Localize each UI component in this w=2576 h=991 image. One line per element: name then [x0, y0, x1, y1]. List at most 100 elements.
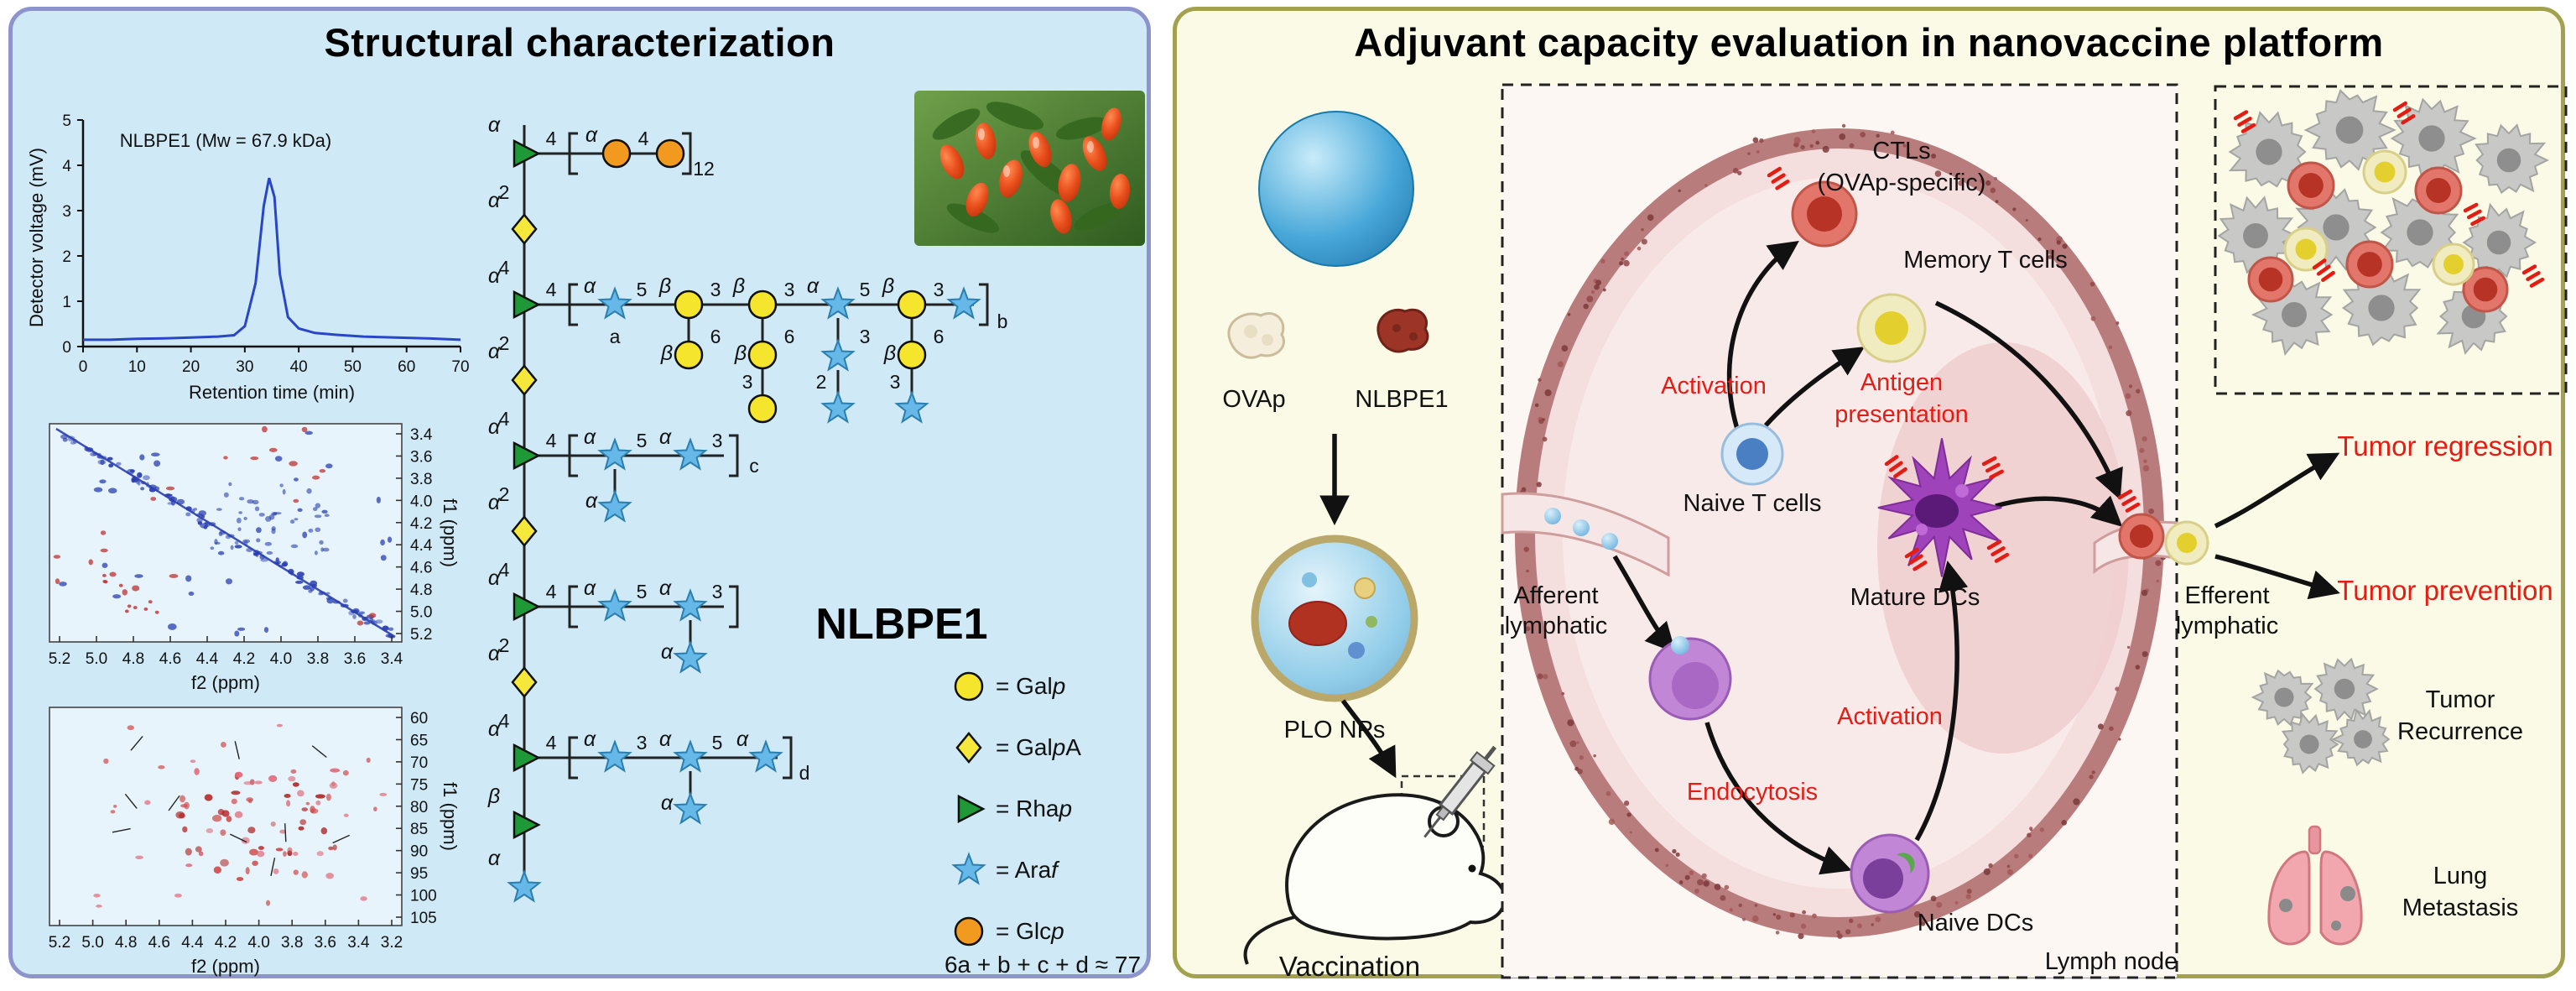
- goji-highlights: [978, 128, 1094, 177]
- glycan-legend-label: = GalpA: [996, 734, 1081, 760]
- glycan-legend-label: = Rhap: [996, 795, 1072, 821]
- naive-dendritic-cell: [1850, 833, 1930, 914]
- svg-text:5: 5: [637, 430, 648, 451]
- axis-tick-label: 85: [410, 821, 428, 838]
- antigen-dashes: [2312, 258, 2335, 282]
- axis-tick-label: 100: [410, 888, 437, 905]
- svg-text:α: α: [488, 491, 501, 514]
- svg-text:α: α: [661, 791, 674, 815]
- left-panel-title: Structural characterization: [324, 20, 835, 65]
- ctls-label-line1: CTLs: [1872, 138, 1930, 164]
- svg-text:2: 2: [499, 483, 510, 505]
- endocytosing-dendritic-cell: [1648, 636, 1732, 721]
- axis-tick-label: 4.0: [270, 650, 292, 668]
- axis-tick-label: 10: [128, 358, 146, 376]
- tumor-prevention-label: Tumor prevention: [2337, 575, 2553, 606]
- axis-tick-label: 4.2: [410, 515, 432, 533]
- antigen-dashes: [2521, 264, 2545, 288]
- svg-text:α: α: [661, 640, 674, 664]
- lung-metastasis-label-line2: Metastasis: [2402, 895, 2519, 921]
- afferent-label-line1: Afferent: [1513, 582, 1598, 609]
- ctl-cell-in-tumor: [2414, 166, 2463, 215]
- axis-tick-label: 60: [410, 710, 428, 728]
- nmr-bottom-ylabel: f1 (ppm): [440, 782, 461, 851]
- glycan-linkage-labels: α α α α α α α α α β α 2 4 2 4 2 4 2 4 4 …: [487, 113, 1008, 870]
- svg-text:a: a: [610, 326, 621, 347]
- vaccination-label: Vaccination: [1279, 951, 1420, 982]
- ctl-cell-in-tumor: [2287, 161, 2335, 210]
- ctls-label-line2: (OVAp-specific): [1818, 170, 1986, 196]
- memory-cell-in-tumor: [2432, 243, 2475, 286]
- svg-text:2: 2: [499, 332, 510, 354]
- chromatogram-xlabel: Retention time (min): [189, 382, 355, 403]
- axis-tick-label: 4.4: [196, 650, 219, 668]
- axis-tick-label: 4.2: [233, 650, 255, 668]
- tumor-cell: [2313, 657, 2379, 722]
- glycan-legend: = Galp= GalpA= Rhap= Araf= Glcp: [952, 671, 1081, 947]
- glycan-legend-symbol-ycirc: [954, 671, 984, 702]
- ctl-cell: [1791, 180, 1858, 248]
- axis-tick-label: 4.2: [215, 934, 237, 952]
- antigen-dashes: [1767, 166, 1790, 190]
- svg-text:b: b: [997, 310, 1008, 332]
- axis-tick-label: 5.2: [410, 626, 432, 644]
- tumor-cell: [2462, 202, 2537, 283]
- chromatogram-axes: [81, 120, 461, 348]
- nlbpe1-label: NLBPE1: [1355, 386, 1448, 413]
- nmr-bottom-xlabel: f2 (ppm): [191, 956, 260, 977]
- tumor-recurrence-label-line1: Tumor: [2426, 686, 2495, 713]
- ctl-cell-in-tumor: [2462, 266, 2509, 313]
- tumor-cell: [2475, 123, 2549, 195]
- svg-text:α: α: [488, 264, 501, 288]
- sec-glycan-structure: α α α α α α α α α β α 2 4 2 4 2 4 2 4 4 …: [487, 113, 1141, 978]
- axis-tick-label: 4.0: [410, 493, 432, 510]
- axis-tick-label: 5.0: [410, 604, 432, 622]
- goji-berry-photo: [914, 91, 1145, 246]
- svg-text:α: α: [488, 566, 501, 590]
- axis-tick-label: 3: [62, 203, 71, 221]
- tumor-recurrence-label-line2: Recurrence: [2397, 718, 2523, 745]
- axis-tick-label: 3.4: [410, 426, 433, 444]
- naive-t-cell: [1720, 422, 1784, 486]
- tumor-cell: [2228, 111, 2307, 188]
- glycan-name: NLBPE1: [815, 600, 987, 649]
- antigen-dashes: [2463, 202, 2485, 227]
- glycan-legend-label: = Galp: [996, 673, 1065, 699]
- antigen-dashes: [1986, 540, 2010, 563]
- antigen-dashes: [2233, 110, 2256, 133]
- axis-tick-label: 5.2: [49, 934, 70, 952]
- polysaccharide-nanosphere: [1258, 111, 1414, 267]
- lymph-node-capsule-texture: [1518, 123, 2167, 940]
- glycan-legend-item: = Glcp: [954, 916, 1064, 947]
- svg-text:6: 6: [710, 326, 721, 347]
- axis-tick-label: 3.8: [307, 650, 329, 668]
- chromatogram-annotation: NLBPE1 (Mw = 67.9 kDa): [120, 130, 331, 151]
- svg-text:2: 2: [816, 371, 827, 393]
- right-panel-title: Adjuvant capacity evaluation in nanovacc…: [1354, 20, 2384, 65]
- svg-text:3: 3: [712, 581, 723, 602]
- axis-tick-label: 70: [451, 358, 469, 376]
- axis-tick-label: 4.0: [247, 934, 269, 952]
- svg-text:α: α: [659, 425, 672, 449]
- vaccination-arrow: [1340, 699, 1397, 779]
- glycan-legend-item: = Galp: [954, 671, 1065, 702]
- axis-tick-label: 3.6: [410, 448, 432, 466]
- naive-t-label: Naive T cells: [1684, 490, 1822, 517]
- svg-text:d: d: [799, 762, 810, 784]
- glycan-legend-item: = GalpA: [955, 732, 1081, 764]
- glycan-brackets: [568, 132, 989, 780]
- svg-text:β: β: [658, 274, 671, 298]
- metastasis-nodule: [2279, 899, 2292, 912]
- antigen-particle: [1601, 533, 1618, 550]
- axis-tick-label: 5.2: [49, 650, 70, 668]
- mature-dcs-label: Mature DCs: [1850, 584, 1980, 611]
- axis-tick-label: 50: [344, 358, 362, 376]
- tumor-inset-box: [2214, 85, 2568, 395]
- nmr-top-contours: [53, 425, 396, 639]
- svg-text:4: 4: [638, 128, 649, 149]
- antigen-dash-marks: [1767, 166, 2141, 571]
- axis-tick-label: 65: [410, 732, 428, 749]
- svg-text:3: 3: [784, 279, 795, 300]
- svg-text:β: β: [660, 342, 673, 365]
